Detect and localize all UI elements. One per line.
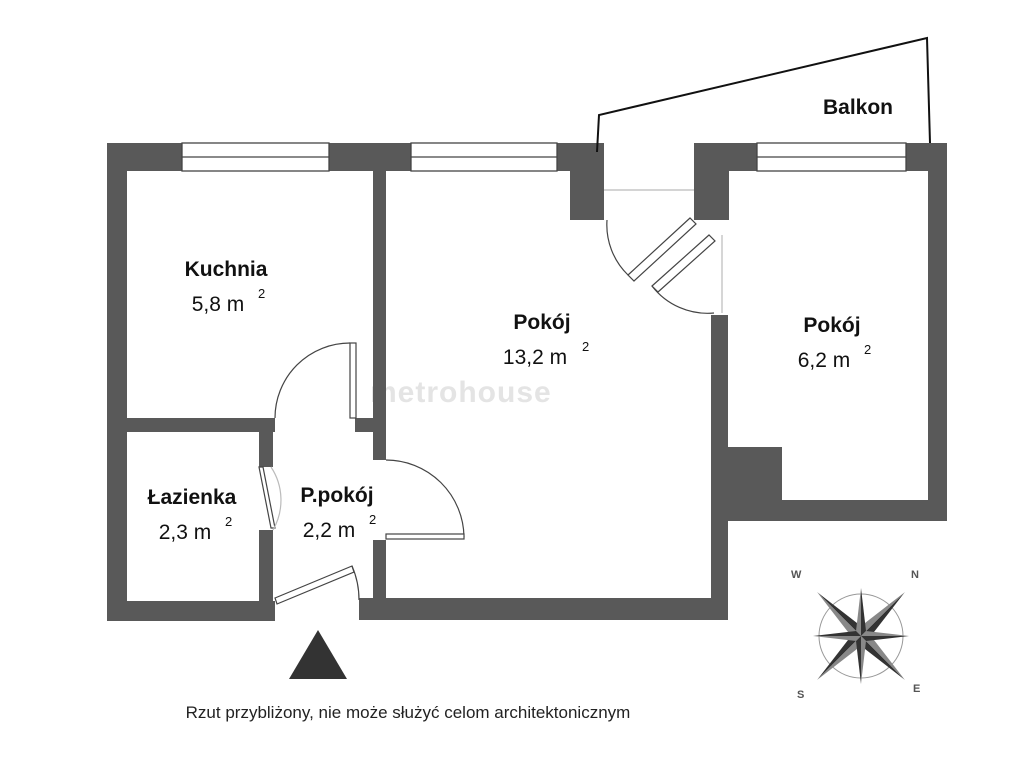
room-name: Pokój <box>513 311 570 334</box>
room-area-sup: 2 <box>225 514 232 529</box>
room-area: 5,8 m <box>192 293 245 316</box>
room-area-sup: 2 <box>582 339 589 354</box>
room-name: Pokój <box>803 314 860 337</box>
balcony-outline <box>596 36 931 153</box>
walls <box>107 143 947 621</box>
room-area: 2,2 m <box>303 519 356 542</box>
compass-e: E <box>913 683 920 695</box>
room-label-pokoj-main: Pokój 13,2 m 2 <box>503 311 589 369</box>
doors <box>258 189 723 605</box>
balcony-label: Balkon <box>823 96 893 119</box>
windows <box>181 142 907 172</box>
compass-rose-icon: N E S W <box>791 569 920 701</box>
entrance-arrow-icon <box>289 630 347 679</box>
footer-note: Rzut przybliżony, nie może służyć celom … <box>186 703 631 722</box>
room-label-lazienka: Łazienka 2,3 m 2 <box>148 486 237 544</box>
room-name: P.pokój <box>300 484 373 507</box>
room-area: 2,3 m <box>159 521 212 544</box>
room-area: 6,2 m <box>798 349 851 372</box>
room-area: 13,2 m <box>503 346 567 369</box>
compass-w: W <box>791 569 802 581</box>
room-label-przedpokoj: P.pokój 2,2 m 2 <box>300 484 376 542</box>
compass-n: N <box>911 569 919 581</box>
room-label-pokoj-right: Pokój 6,2 m 2 <box>798 314 872 372</box>
compass-s: S <box>797 689 804 701</box>
room-area-sup: 2 <box>258 286 265 301</box>
room-area-sup: 2 <box>369 512 376 527</box>
room-name: Łazienka <box>148 486 237 509</box>
room-name: Kuchnia <box>185 258 268 281</box>
room-area-sup: 2 <box>864 342 871 357</box>
room-label-kuchnia: Kuchnia 5,8 m 2 <box>185 258 268 316</box>
watermark: metrohouse <box>370 376 552 409</box>
